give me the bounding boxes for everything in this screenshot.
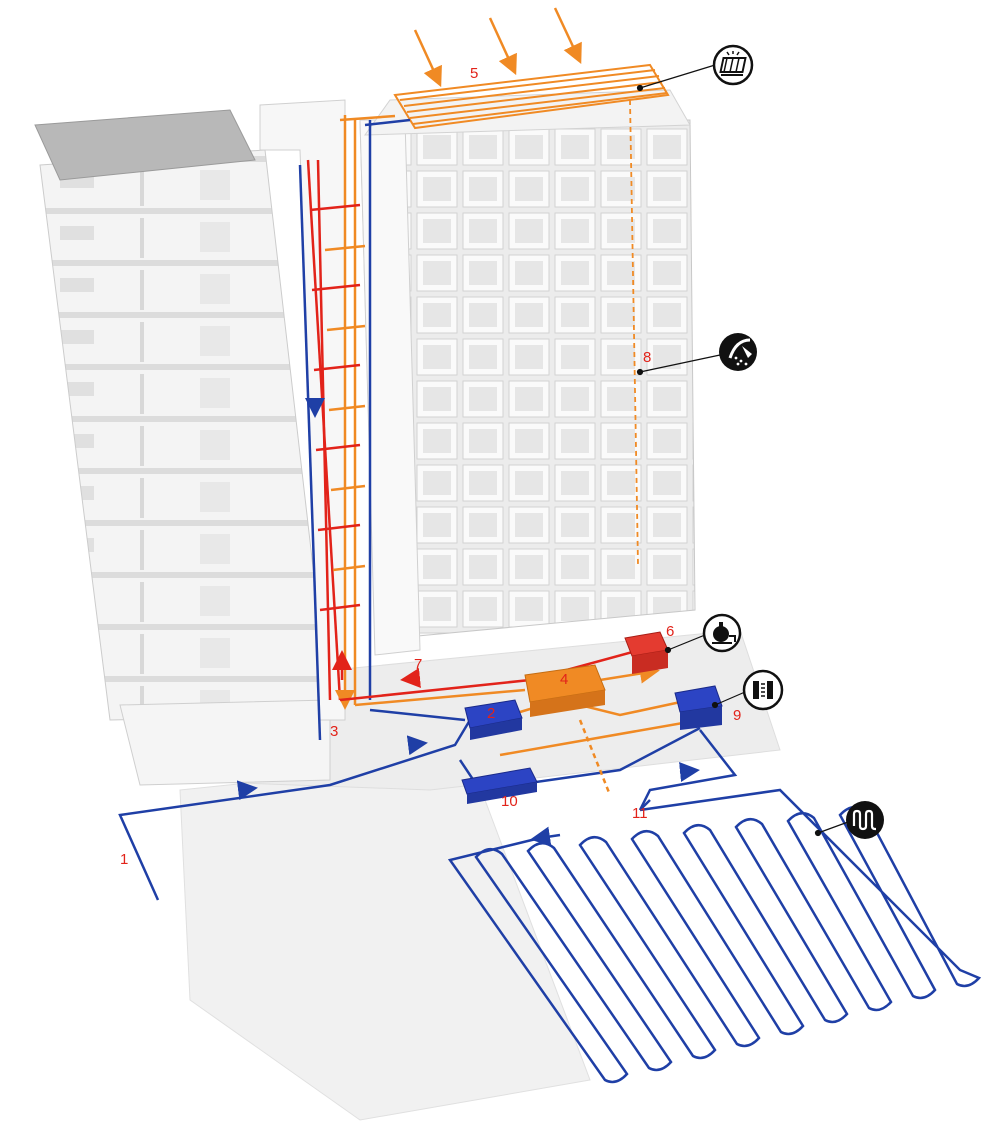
leader-lines [636,64,849,837]
label-1: 1 [120,851,128,868]
heat-exchanger-icon [742,669,784,711]
ground-loop-field [447,788,982,1084]
equipment-units [461,631,723,804]
label-11: 11 [632,805,648,822]
label-4: 4 [560,671,568,688]
boiler-tank-icon [702,613,742,653]
component-labels: 1 2 3 4 5 6 7 8 9 10 11 [120,65,741,868]
label-3: 3 [330,723,338,740]
hot-water-supply-line [629,99,639,566]
right-tower [359,89,696,656]
underfloor-loop-icon [846,801,884,839]
heat-pump-unit [524,664,606,717]
storage-tank-unit [461,767,538,804]
label-5: 5 [470,65,478,82]
label-6: 6 [666,623,674,640]
buffer-tank-unit [464,699,523,740]
sun-arrows [413,7,582,88]
label-2: 2 [487,705,495,722]
label-7: 7 [414,656,422,673]
label-8: 8 [643,349,651,366]
solar-collector-icon [712,44,754,86]
label-9: 9 [733,707,741,724]
vertical-risers [298,114,411,741]
heat-exchanger-unit [674,685,723,730]
left-tower [34,109,331,786]
solar-collector-array [393,63,670,130]
label-10: 10 [501,793,518,810]
shower-icon [719,333,757,371]
